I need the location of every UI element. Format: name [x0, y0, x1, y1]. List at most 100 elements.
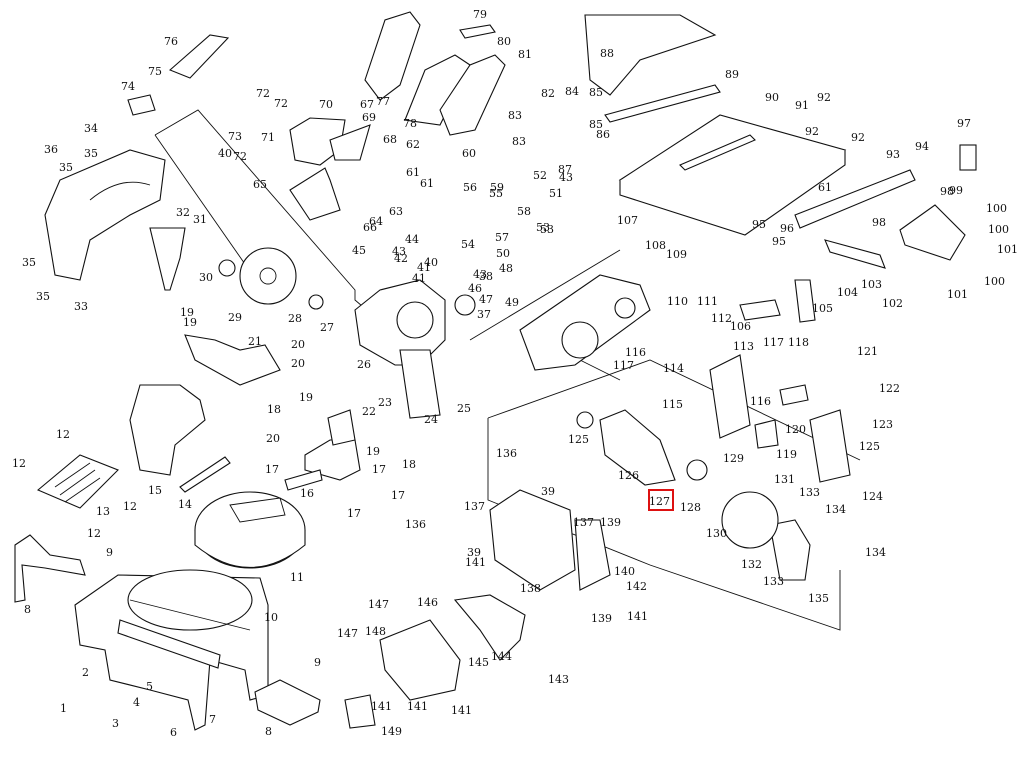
- callout-label: 1: [60, 702, 67, 715]
- callout-label: 73: [228, 130, 242, 143]
- callout-label: 141: [407, 700, 428, 713]
- callout-label: 43: [473, 268, 487, 281]
- callout-label: 106: [730, 320, 751, 333]
- callout-label: 8: [24, 603, 31, 616]
- callout-label: 107: [617, 214, 638, 227]
- callout-label: 29: [228, 311, 242, 324]
- gear-housing: [354, 279, 476, 419]
- callout-label: 2: [82, 666, 89, 679]
- callout-label: 6: [170, 726, 177, 739]
- callout-label: 58: [517, 205, 531, 218]
- callout-label: 17: [372, 463, 386, 476]
- callout-label: 64: [369, 215, 383, 228]
- callout-label: 39: [467, 546, 481, 559]
- callout-label: 104: [837, 286, 858, 299]
- callout-label: 112: [711, 312, 732, 325]
- callout-label: 51: [549, 187, 563, 200]
- callout-label: 54: [461, 238, 475, 251]
- callout-label: 123: [872, 418, 893, 431]
- callout-label: 66: [363, 221, 377, 234]
- callout-label: 100: [986, 202, 1007, 215]
- base-assembly: [14, 534, 321, 731]
- callout-label: 14: [178, 498, 192, 511]
- callout-label: 18: [267, 403, 281, 416]
- callout-label: 40: [218, 147, 232, 160]
- callout-label: 70: [319, 98, 333, 111]
- callout-label: 34: [84, 122, 98, 135]
- callout-label: 43: [559, 171, 573, 184]
- callout-label: 53: [536, 221, 550, 234]
- switch-housing: [344, 594, 526, 729]
- callout-label: 68: [383, 133, 397, 146]
- callout-label: 17: [347, 507, 361, 520]
- callout-label: 79: [473, 8, 487, 21]
- callout-label: 119: [776, 448, 797, 461]
- callout-label: 141: [465, 556, 486, 569]
- callout-label: 52: [533, 169, 547, 182]
- callout-label: 27: [320, 321, 334, 334]
- carriage-plate: [519, 274, 651, 371]
- callout-label: 48: [499, 262, 513, 275]
- fence-assembly: [584, 14, 966, 269]
- callout-label: 71: [261, 131, 275, 144]
- callout-label: 137: [573, 516, 594, 529]
- callout-label: 98: [940, 185, 954, 198]
- callout-label: 35: [22, 256, 36, 269]
- callout-label: 137: [464, 500, 485, 513]
- callout-label: 125: [859, 440, 880, 453]
- callout-label: 42: [394, 252, 408, 265]
- callout-label: 72: [274, 97, 288, 110]
- callout-label: 23: [378, 396, 392, 409]
- callout-label: 12: [12, 457, 26, 470]
- callout-label: 13: [96, 505, 110, 518]
- callout-label: 138: [520, 582, 541, 595]
- callout-label: 9: [106, 546, 113, 559]
- callout-label: 61: [818, 181, 832, 194]
- callout-label: 89: [725, 68, 739, 81]
- callout-label: 46: [468, 282, 482, 295]
- brush-parts: [709, 354, 851, 483]
- callout-label: 30: [199, 271, 213, 284]
- callout-label: 19: [366, 445, 380, 458]
- callout-label: 83: [508, 109, 522, 122]
- callout-label: 109: [666, 248, 687, 261]
- callout-label: 25: [457, 402, 471, 415]
- highlight-box: [648, 489, 674, 511]
- callout-label: 3: [112, 717, 119, 730]
- callout-label: 18: [402, 458, 416, 471]
- motor-housing: [489, 489, 811, 591]
- callout-label: 50: [496, 247, 510, 260]
- callout-label: 62: [406, 138, 420, 151]
- callout-label: 92: [851, 131, 865, 144]
- callout-label: 121: [857, 345, 878, 358]
- callout-label: 136: [405, 518, 426, 531]
- callout-label: 17: [391, 489, 405, 502]
- callout-label: 31: [193, 213, 207, 226]
- callout-label: 4: [133, 696, 140, 709]
- callout-label: 55: [489, 187, 503, 200]
- work-table: [618, 114, 847, 236]
- callout-label: 132: [741, 558, 762, 571]
- callout-label: 61: [406, 166, 420, 179]
- callout-label: 141: [451, 704, 472, 717]
- callout-label: 76: [164, 35, 178, 48]
- callout-label: 136: [496, 447, 517, 460]
- callout-label: 149: [381, 725, 402, 738]
- callout-label: 130: [706, 527, 727, 540]
- callout-label: 146: [417, 596, 438, 609]
- callout-label: 69: [362, 111, 376, 124]
- callout-label: 65: [253, 178, 267, 191]
- callout-label: 117: [613, 359, 634, 372]
- callout-label: 77: [376, 95, 390, 108]
- callout-label: 36: [44, 143, 58, 156]
- callout-label: 87: [558, 163, 572, 176]
- callout-label: 85: [589, 118, 603, 131]
- callout-label: 92: [817, 91, 831, 104]
- callout-label: 32: [176, 206, 190, 219]
- callout-label: 86: [596, 128, 610, 141]
- callout-label: 20: [291, 338, 305, 351]
- callout-label: 61: [420, 177, 434, 190]
- bevel-bracket: [284, 409, 361, 491]
- callout-label: 124: [862, 490, 883, 503]
